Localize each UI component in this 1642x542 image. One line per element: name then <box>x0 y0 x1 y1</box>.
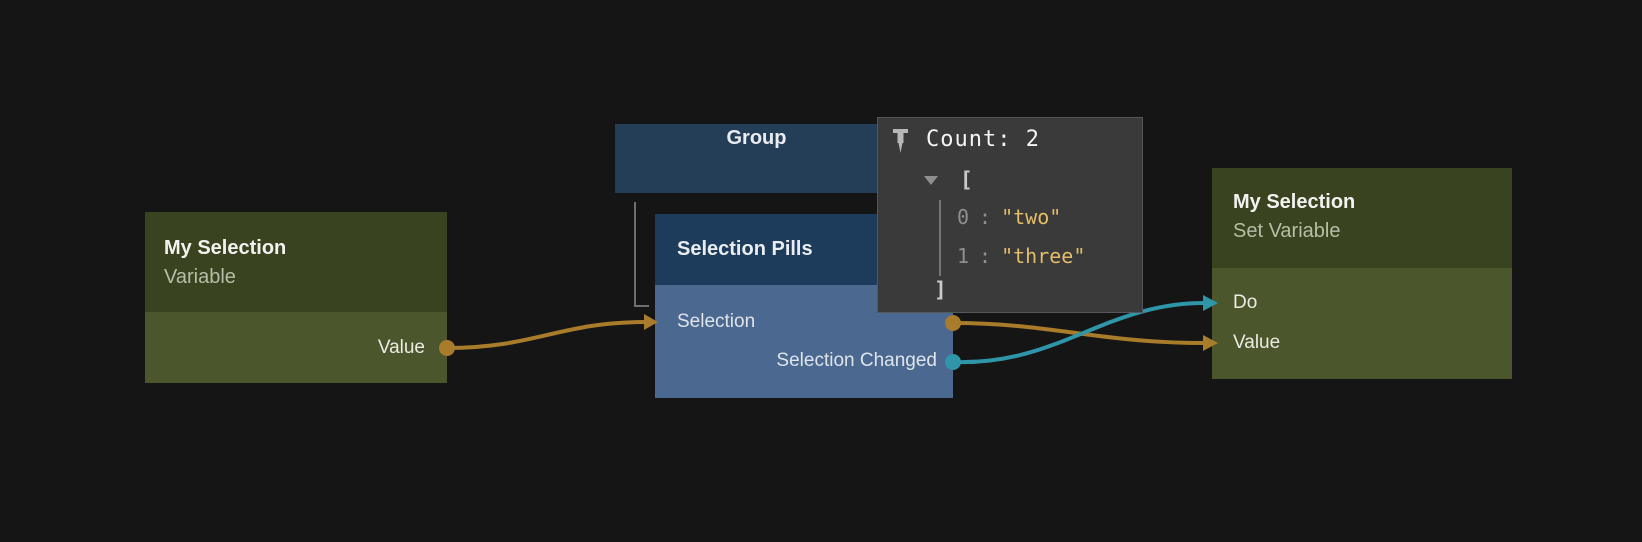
pushpin-icon[interactable] <box>890 128 911 159</box>
array-item-separator: : <box>979 244 992 268</box>
array-item-index: 1 <box>957 244 970 268</box>
array-item-value: "three" <box>1001 244 1086 268</box>
node-variable[interactable]: My Selection Variable Value <box>145 212 447 383</box>
node-title: My Selection <box>1233 191 1356 213</box>
array-item: 1: "three" <box>957 244 1085 268</box>
port-value-input[interactable]: Value <box>1233 332 1280 354</box>
node-set-variable-body: Do Value <box>1212 268 1512 379</box>
node-title: My Selection <box>164 237 287 259</box>
port-selection-input[interactable]: Selection <box>677 311 755 333</box>
array-item-index: 0 <box>957 205 970 229</box>
array-open-bracket: [ <box>960 168 973 192</box>
port-selection-changed-output[interactable]: Selection Changed <box>776 350 937 372</box>
node-set-variable-header[interactable]: My Selection Set Variable <box>1212 168 1512 268</box>
indent-guide-line <box>939 200 941 276</box>
array-item-value: "two" <box>1001 205 1062 229</box>
port-label: Value <box>377 337 425 358</box>
node-subtitle: Set Variable <box>1233 220 1341 242</box>
wire-value-to-selection[interactable] <box>445 320 647 350</box>
node-group[interactable]: Group <box>615 124 877 193</box>
group-child-connector-line <box>634 202 649 307</box>
node-variable-body: Value <box>145 312 447 383</box>
node-variable-header[interactable]: My Selection Variable <box>145 212 447 312</box>
port-label: Value <box>1233 332 1281 353</box>
port-label: Selection <box>677 311 756 332</box>
node-set-variable[interactable]: My Selection Set Variable Do Value <box>1212 168 1512 379</box>
port-label: Selection Changed <box>776 350 937 371</box>
array-item-separator: : <box>979 205 992 229</box>
node-subtitle: Variable <box>164 266 236 288</box>
value-inspector-tooltip[interactable]: Count: 2 [ 0: "two" 1: "three" ] <box>877 117 1143 313</box>
array-close-bracket: ] <box>934 278 947 302</box>
port-value-output[interactable]: Value <box>378 337 425 359</box>
collapse-arrow-icon[interactable] <box>924 176 938 185</box>
array-item: 0: "two" <box>957 205 1061 229</box>
port-label: Do <box>1233 292 1258 313</box>
node-title: Selection Pills <box>677 238 813 260</box>
wire-selection-to-value[interactable] <box>951 321 1206 345</box>
node-title: Group <box>726 127 787 149</box>
tooltip-count-label: Count: 2 <box>926 127 1040 152</box>
port-do-input[interactable]: Do <box>1233 292 1257 314</box>
